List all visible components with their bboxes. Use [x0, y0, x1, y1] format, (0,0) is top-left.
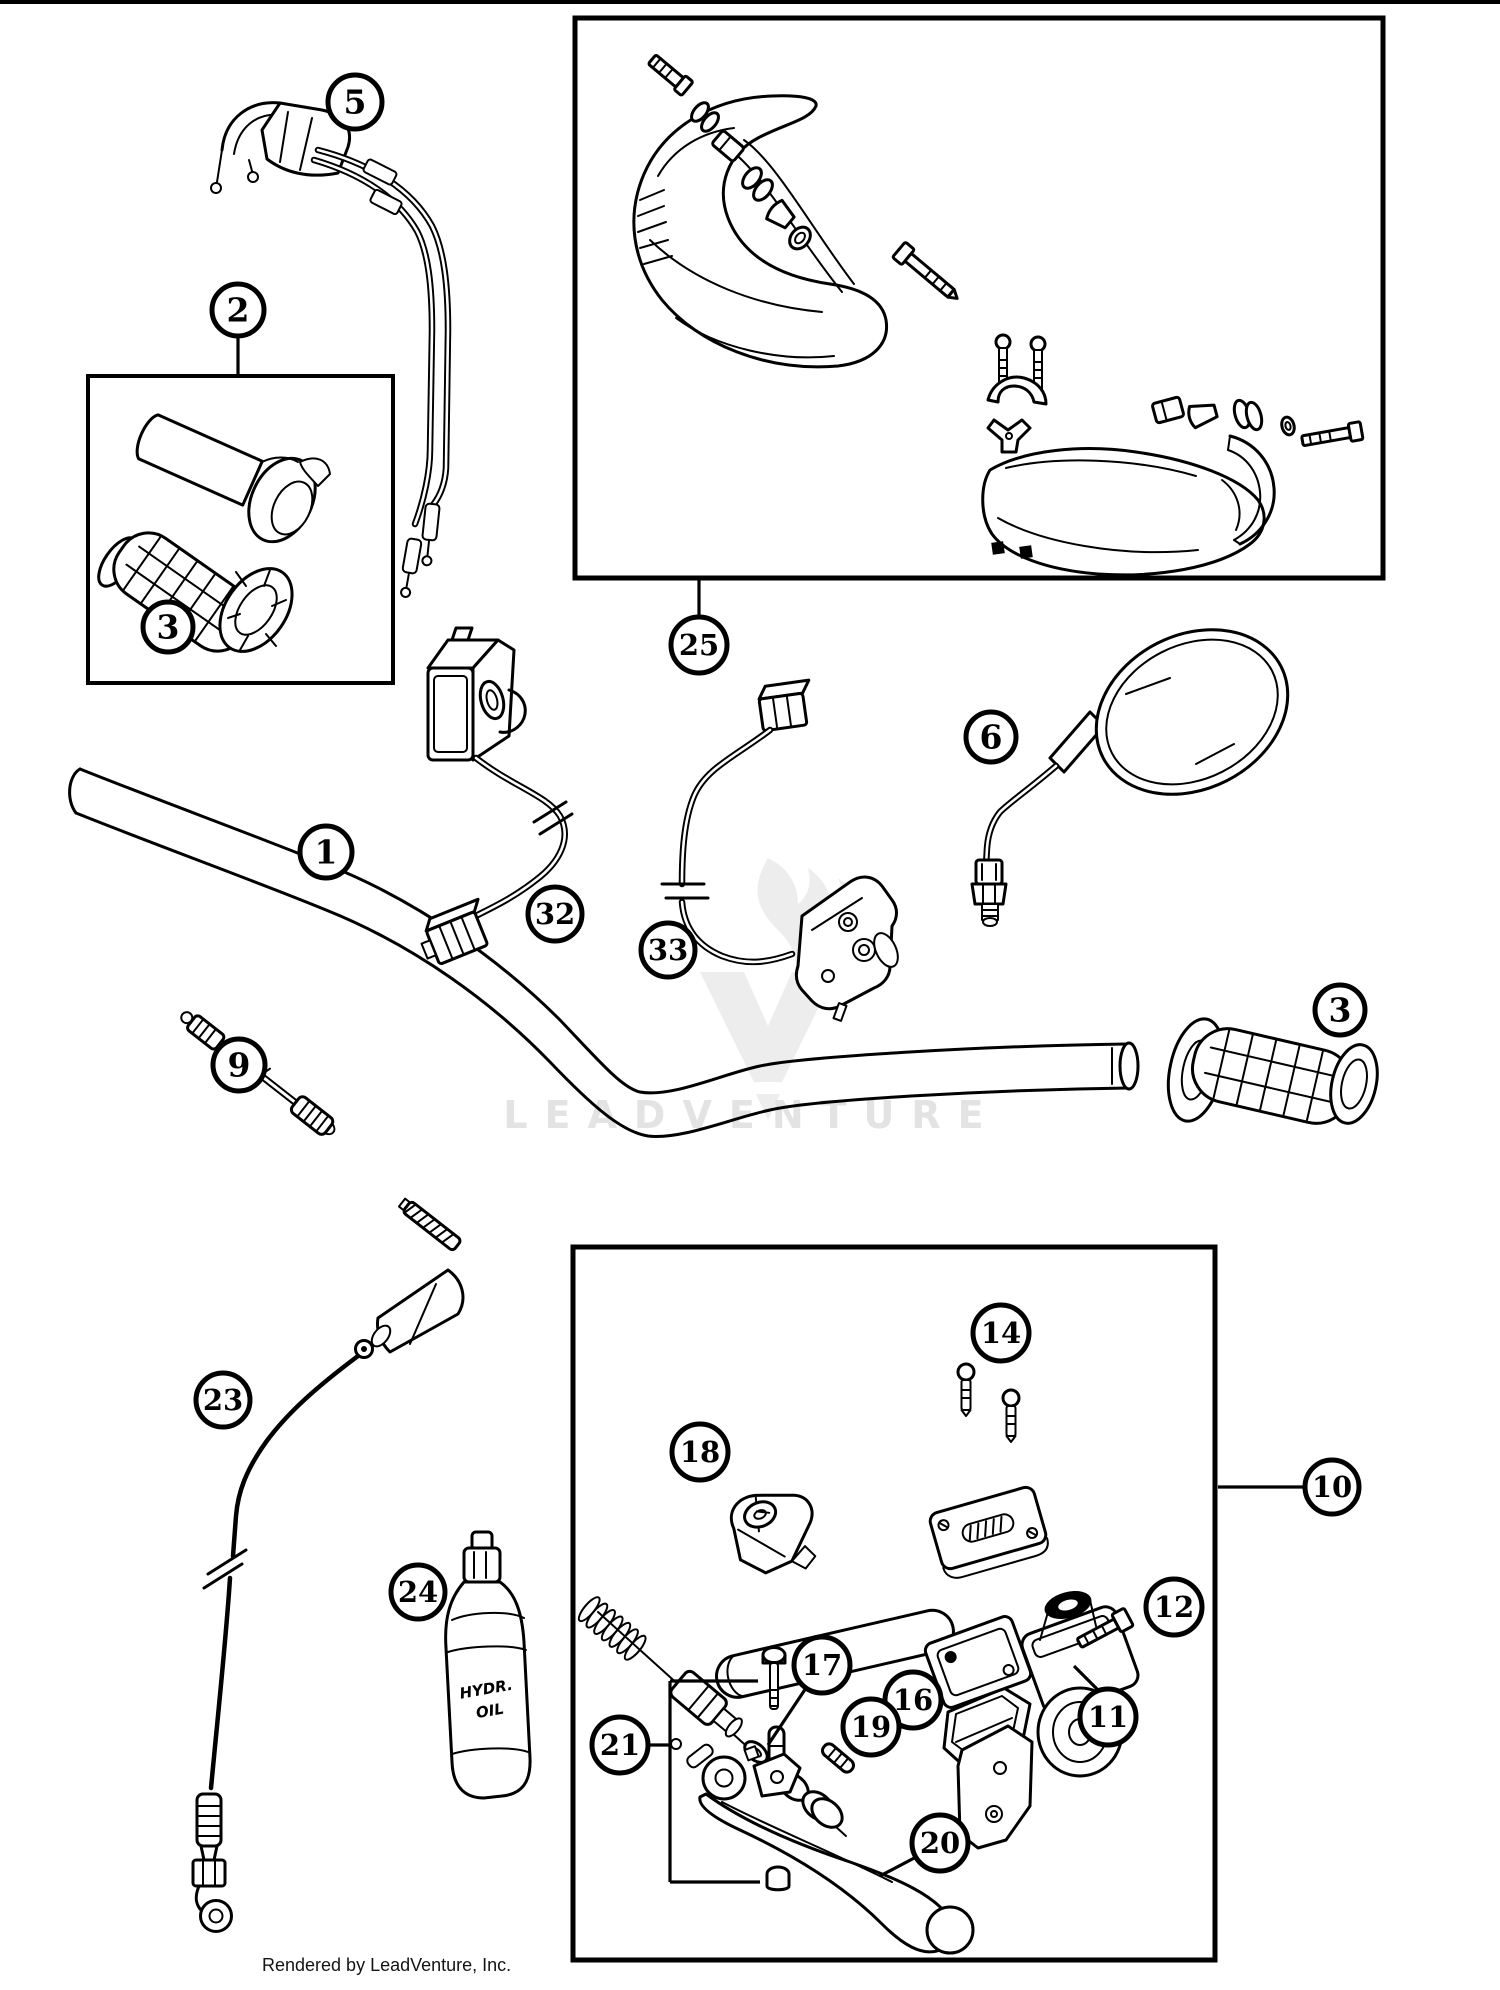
pin-19	[820, 1742, 856, 1774]
svg-text:3: 3	[1329, 990, 1352, 1029]
watermark-text: LEADVENTURE	[503, 1093, 1000, 1137]
callout-23[interactable]: 23	[193, 1370, 253, 1430]
svg-text:5: 5	[344, 82, 367, 121]
svg-text:12: 12	[1154, 1590, 1194, 1624]
svg-text:24: 24	[398, 1575, 438, 1609]
hydraulic-oil-bottle: HYDR. OIL	[444, 1530, 532, 1800]
callout-1[interactable]: 1	[297, 823, 355, 881]
oil-bottle-label-line2: OIL	[475, 1700, 506, 1723]
grip-left	[97, 531, 294, 653]
grip-right	[1166, 1017, 1379, 1125]
callout-18[interactable]: 18	[669, 1421, 731, 1483]
handguard-right	[981, 333, 1365, 577]
callout-19[interactable]: 19	[840, 1696, 902, 1758]
callout-25[interactable]: 25	[668, 580, 730, 676]
mirror	[970, 628, 1290, 927]
svg-text:9: 9	[228, 1045, 251, 1084]
callout-20[interactable]: 20	[879, 1812, 971, 1878]
callout-9[interactable]: 9	[210, 1036, 268, 1094]
svg-text:1: 1	[315, 832, 338, 871]
callout-12[interactable]: 12	[1143, 1576, 1205, 1638]
throttle-cable-assembly	[210, 101, 452, 598]
clutch-cable	[191, 1197, 465, 1933]
svg-text:18: 18	[680, 1435, 720, 1469]
callout-10[interactable]: 10	[1218, 1457, 1362, 1517]
callout-33[interactable]: 33	[638, 920, 698, 980]
kill-switch	[420, 626, 574, 966]
svg-text:10: 10	[1312, 1470, 1352, 1504]
handguard-left	[632, 54, 959, 369]
callout-32[interactable]: 32	[525, 884, 585, 944]
frame-master-cylinder-box	[570, 1244, 1218, 1963]
lever-20	[670, 1738, 975, 1955]
svg-text:14: 14	[981, 1316, 1021, 1350]
callout-17[interactable]: 17	[766, 1634, 853, 1746]
svg-text:2: 2	[227, 290, 250, 329]
callout-20-leader	[879, 1854, 919, 1878]
handlebar	[68, 767, 1140, 1138]
frame-handguard-kit-box	[572, 15, 1386, 581]
callout-11-leader	[1072, 1664, 1102, 1694]
handlebar-switch	[660, 678, 899, 1022]
callout-11[interactable]: 11	[1072, 1664, 1139, 1748]
svg-text:3: 3	[157, 607, 180, 646]
svg-text:25: 25	[679, 628, 719, 662]
callout-14[interactable]: 14	[970, 1302, 1032, 1364]
svg-text:19: 19	[851, 1710, 891, 1744]
svg-text:32: 32	[535, 897, 575, 931]
svg-text:17: 17	[802, 1648, 842, 1682]
clamp-bolt-12	[1076, 1607, 1135, 1649]
callout-3[interactable]: 3	[1312, 982, 1368, 1038]
svg-text:33: 33	[648, 933, 688, 967]
callout-3[interactable]: 3	[140, 599, 196, 655]
bolt-pair-14	[956, 1362, 1021, 1443]
svg-text:21: 21	[600, 1728, 640, 1762]
footer-credit: Rendered by LeadVenture, Inc.	[262, 1955, 512, 1975]
callout-5[interactable]: 5	[325, 72, 385, 132]
short-cable	[180, 1011, 336, 1136]
callout-6[interactable]: 6	[963, 709, 1019, 765]
callout-17-leader	[766, 1687, 808, 1746]
svg-text:6: 6	[980, 717, 1003, 756]
callout-21[interactable]: 21	[589, 1679, 760, 1884]
svg-text:20: 20	[920, 1826, 960, 1860]
lever-clamp-18	[729, 1493, 817, 1575]
svg-text:23: 23	[203, 1383, 243, 1417]
frame-grip-kit-box	[86, 374, 395, 685]
callout-24[interactable]: 24	[388, 1562, 448, 1622]
callout-2[interactable]: 2	[209, 281, 267, 374]
svg-text:16: 16	[893, 1683, 933, 1717]
throttle-tube	[135, 413, 331, 544]
svg-text:11: 11	[1088, 1700, 1128, 1734]
reservoir-cover	[928, 1485, 1049, 1579]
